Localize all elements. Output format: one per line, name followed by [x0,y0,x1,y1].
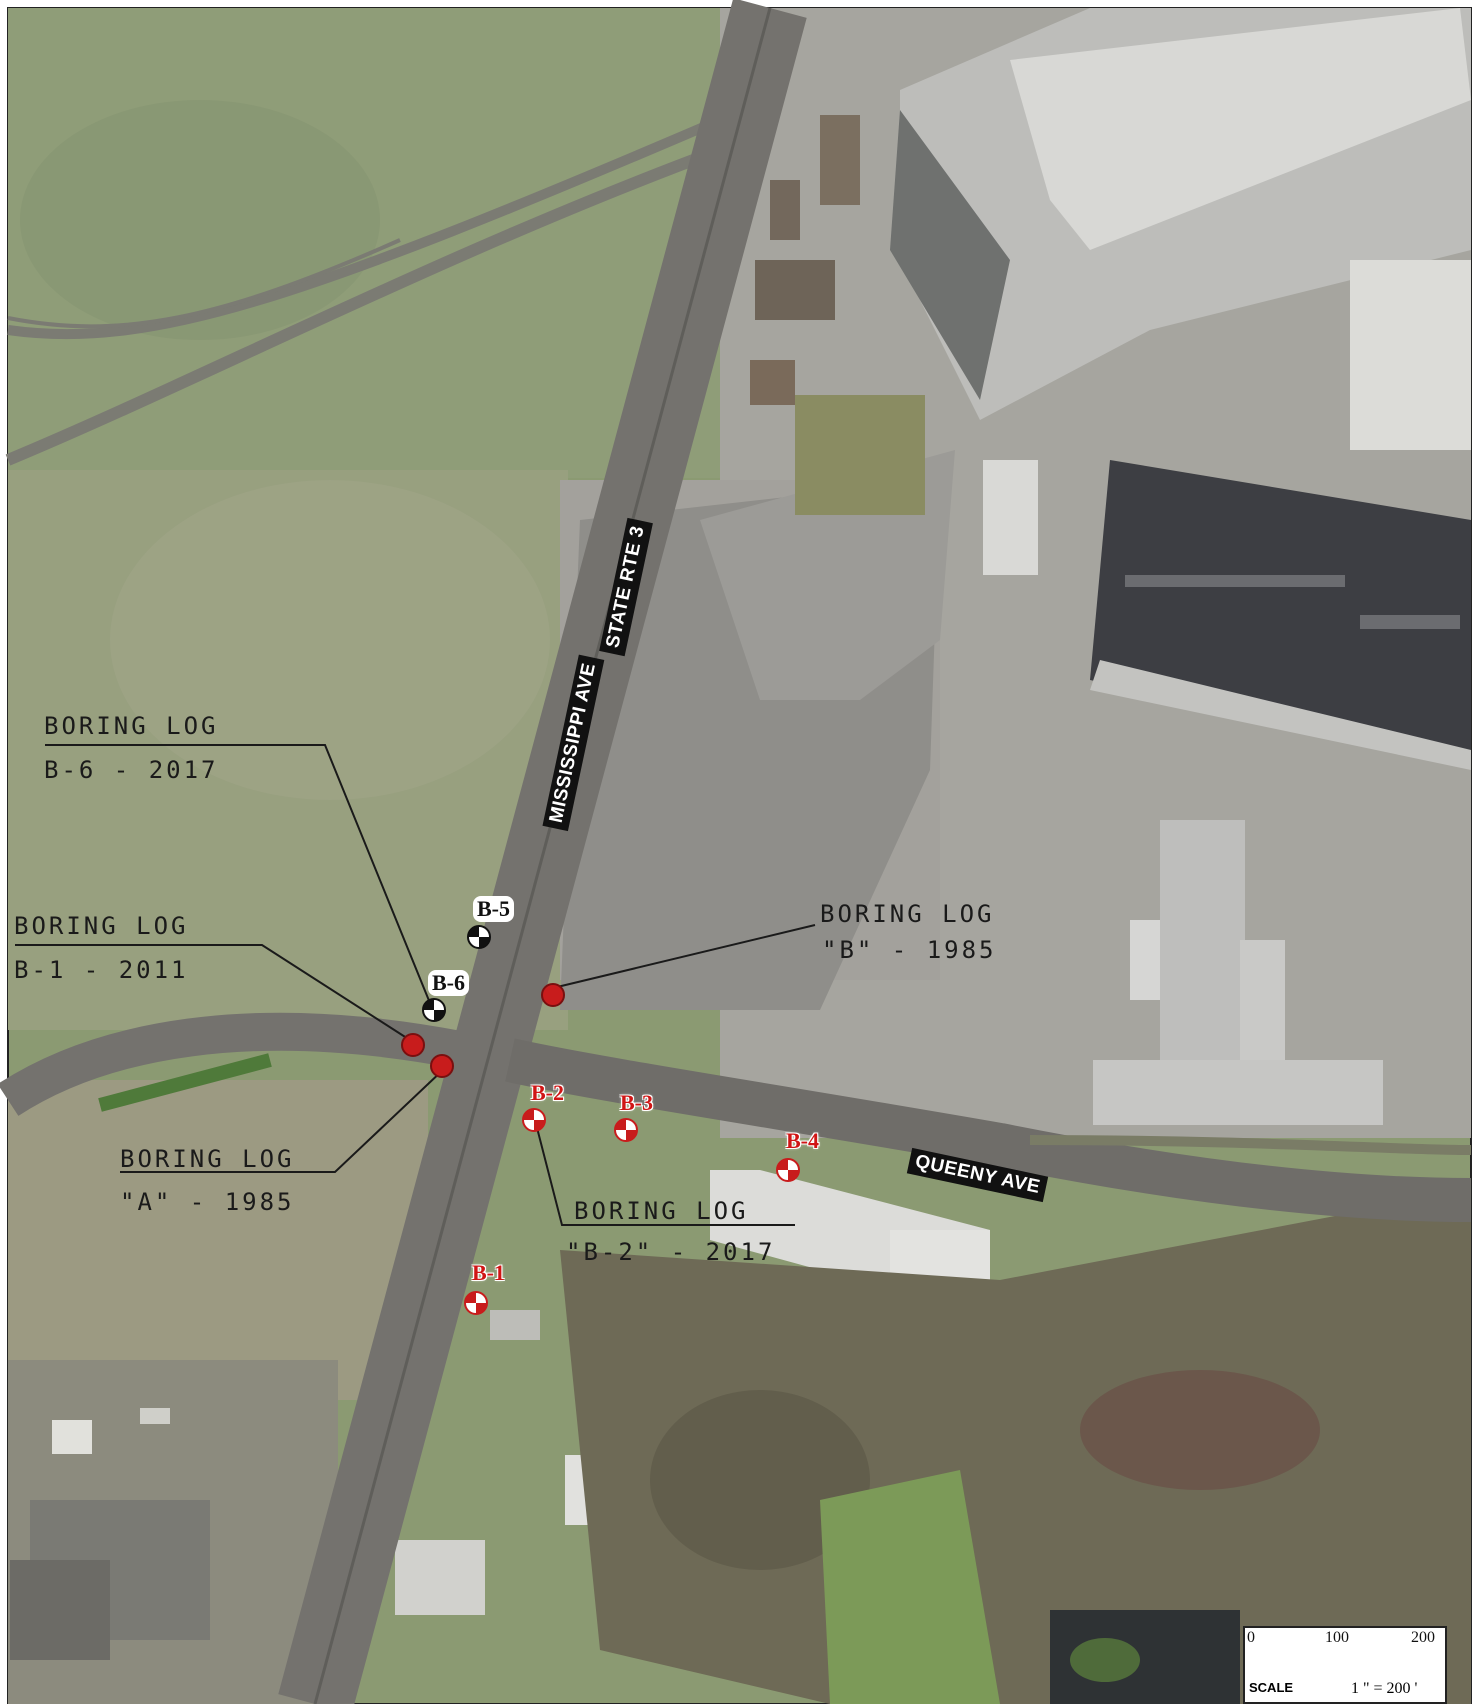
marker-boring-log-b-1985[interactable] [541,983,565,1007]
scale-tick-100: 100 [1325,1629,1349,1646]
building-narrow [983,460,1038,575]
marker-b1[interactable] [464,1291,488,1315]
boring-label-b2: B-2 [531,1080,564,1105]
annotation-a-1985-title: BORING LOG [120,1145,295,1173]
warehouse-dark-roof [1090,460,1471,770]
wooded-area [560,1190,1471,1704]
annotation-b6-2017-title: BORING LOG [44,712,219,740]
marker-boring-log-b1-2011[interactable] [401,1033,425,1057]
marker-b5[interactable] [467,925,491,949]
scale-tick-200: 200 [1411,1629,1435,1646]
annotation-b2-2017-title: BORING LOG [574,1197,749,1225]
boring-label-b1: B-1 [472,1260,505,1285]
annotation-b1-2011-date: B-1 - 2011 [14,956,189,984]
marker-b4[interactable] [776,1158,800,1182]
pond [1050,1610,1240,1704]
warehouse-north [890,8,1471,450]
boring-markers [401,925,800,1315]
boring-label-b6: B-6 [428,970,469,996]
hedge [98,1053,272,1112]
marker-b3[interactable] [614,1118,638,1142]
marker-boring-log-a-1985[interactable] [430,1054,454,1078]
boring-label-b3: B-3 [620,1090,653,1115]
scale-label: SCALE [1249,1680,1294,1695]
small-buildings [750,115,925,515]
annotation-b-1985-date: "B" - 1985 [822,936,997,964]
leader-lines [15,744,816,1226]
boring-label-b4: B-4 [786,1128,819,1153]
marker-b6[interactable] [422,998,446,1022]
boring-label-b5: B-5 [473,896,514,922]
industrial-yard-southwest [8,1360,338,1704]
annotation-b1-2011-title: BORING LOG [14,912,189,940]
scale-tick-0: 0 [1247,1629,1255,1646]
railroad-tracks [5,115,723,466]
building-east [1093,820,1383,1125]
scale-legend: 0 100 200 SCALE 1 " = 200 ' [1243,1626,1447,1704]
annotation-a-1985-date: "A" - 1985 [120,1188,295,1216]
scale-ratio: 1 " = 200 ' [1351,1680,1418,1697]
annotation-b6-2017-date: B-6 - 2017 [44,756,219,784]
annotation-b2-2017-date: "B-2" - 2017 [566,1238,776,1266]
annotation-b-1985-title: BORING LOG [820,900,995,928]
marker-b2[interactable] [522,1108,546,1132]
